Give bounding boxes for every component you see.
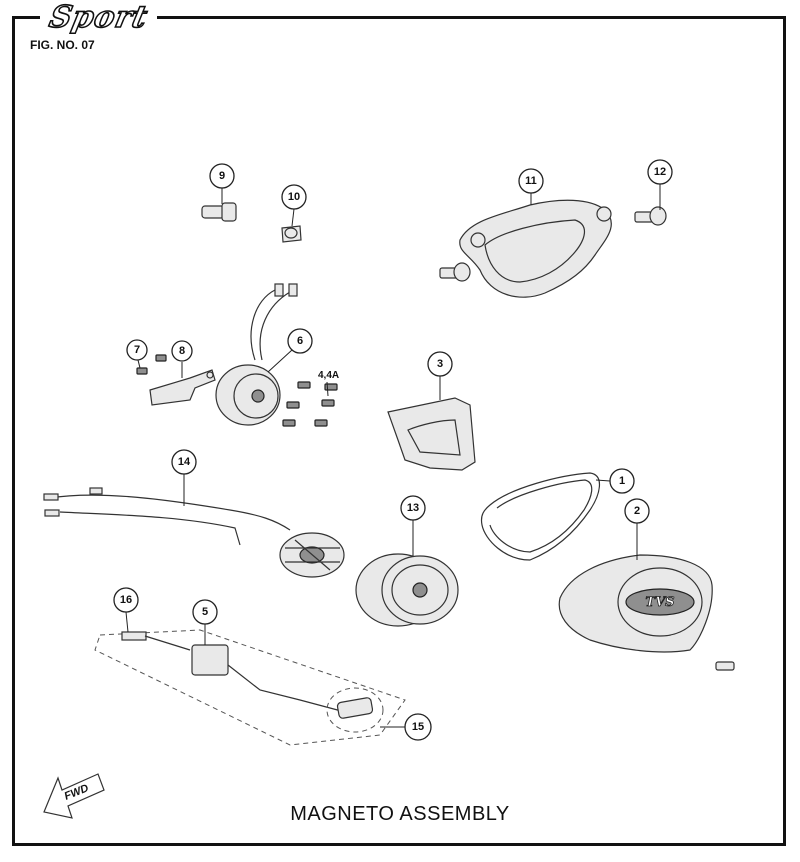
callout-3: 3	[427, 351, 453, 377]
svg-text:1: 1	[619, 475, 625, 487]
part-9-bolt	[201, 202, 237, 222]
part-2-magneto-cover: TVS	[558, 554, 735, 671]
callout-6: 6	[287, 328, 313, 354]
svg-text:10: 10	[288, 191, 300, 203]
callout-2: 2	[624, 498, 650, 524]
part-12-bolt-secondary	[439, 262, 471, 282]
part-7-screw	[136, 354, 167, 375]
callout-13: 13	[400, 495, 426, 521]
diagram-title: MAGNETO ASSEMBLY	[290, 803, 510, 825]
brand-logo: Sport	[40, 0, 158, 35]
svg-text:16: 16	[120, 594, 132, 606]
figure-number: FIG. NO. 07	[30, 38, 95, 52]
cover-logo-text: TVS	[645, 595, 674, 610]
svg-text:8: 8	[179, 345, 185, 357]
svg-text:12: 12	[654, 166, 666, 178]
callout-10: 10	[281, 184, 307, 210]
svg-text:9: 9	[219, 170, 225, 182]
svg-text:3: 3	[437, 358, 443, 370]
svg-text:6: 6	[297, 335, 303, 347]
svg-text:5: 5	[202, 606, 208, 618]
svg-text:14: 14	[178, 456, 191, 468]
leader-lines	[125, 184, 661, 728]
part-10-nut	[281, 225, 302, 243]
callout-14: 14	[171, 449, 197, 475]
callout-16: 16	[113, 587, 139, 613]
part-6-stator-coil	[215, 283, 298, 426]
label-4-4a: 4,4A	[318, 370, 339, 381]
callout-12: 12	[647, 159, 673, 185]
callout-1: 1	[609, 468, 635, 494]
svg-text:11: 11	[525, 175, 537, 187]
svg-text:15: 15	[412, 721, 424, 733]
part-13-flywheel	[355, 553, 459, 627]
part-4-screws	[282, 381, 338, 427]
callout-11: 11	[518, 168, 544, 194]
callout-8: 8	[171, 340, 193, 362]
callout-9: 9	[209, 163, 235, 189]
drawing-frame	[12, 16, 786, 846]
callout-7: 7	[126, 339, 148, 361]
part-12-bolt	[634, 206, 667, 226]
part-8-bracket	[149, 369, 216, 406]
part-3-cover-plate	[387, 397, 476, 471]
svg-text:7: 7	[134, 344, 140, 356]
part-11-sprocket-cover	[459, 199, 612, 298]
forward-arrow-icon: FWD	[43, 773, 105, 819]
callout-15: 15	[404, 713, 432, 741]
svg-text:2: 2	[634, 505, 640, 517]
part-14-wiring-stator	[43, 487, 345, 578]
part-1-gasket	[480, 472, 600, 561]
callout-5: 5	[192, 599, 218, 625]
svg-text:13: 13	[407, 502, 419, 514]
part-5-15-16-ignition-assembly	[94, 629, 406, 746]
